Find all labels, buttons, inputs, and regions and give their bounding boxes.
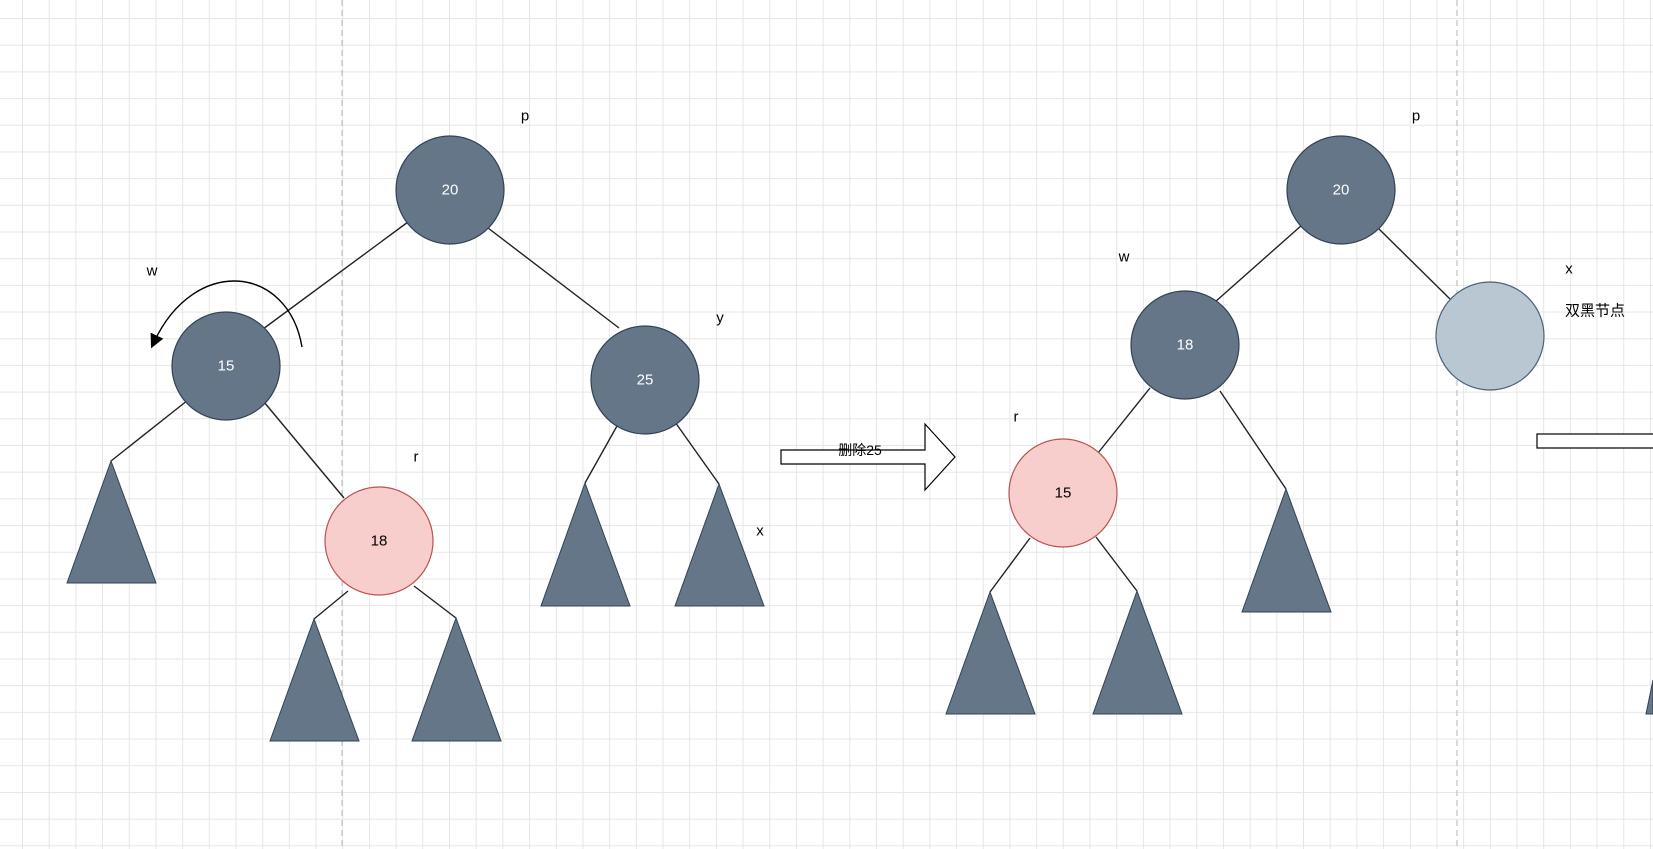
- node-after-left-left: 15: [1008, 438, 1118, 548]
- block-arrow-icon: [780, 422, 956, 492]
- subtree-triangle-partial: [1645, 679, 1653, 715]
- next-arrow-partial: [1536, 433, 1653, 449]
- tag-r: r: [1014, 409, 1019, 426]
- edge: [674, 421, 720, 485]
- subtree-triangle: [1092, 589, 1183, 715]
- edge: [1095, 536, 1138, 592]
- node-after-left: 18: [1130, 290, 1240, 400]
- node-before-root: 20: [395, 135, 505, 245]
- node-before-right: 25: [590, 325, 700, 435]
- tag-x: x: [1565, 261, 1573, 278]
- node-before-left-right: 18: [324, 486, 434, 596]
- edge: [110, 399, 189, 462]
- node-value: 20: [1333, 182, 1350, 199]
- edge: [1097, 387, 1151, 454]
- node-value: 25: [637, 372, 654, 389]
- edge: [584, 425, 618, 484]
- before-tree: 20 15 25 18 p w y r x: [66, 108, 765, 742]
- edge: [262, 221, 409, 330]
- node-value: 15: [1055, 485, 1072, 502]
- rotation-arrow-icon: [150, 280, 303, 349]
- edge: [263, 401, 345, 499]
- double-black-note: 双黑节点: [1565, 303, 1625, 320]
- edge: [1214, 224, 1303, 303]
- edge: [1219, 390, 1287, 490]
- operation-label: 删除25: [838, 442, 882, 458]
- node-after-double-black: [1435, 281, 1545, 391]
- node-value: 20: [442, 182, 459, 199]
- subtree-triangle: [945, 590, 1036, 715]
- tag-p: p: [521, 108, 529, 125]
- after-tree: 20 18 15 p w r x 双黑节点: [945, 108, 1653, 715]
- node-value: 18: [371, 533, 388, 550]
- tag-w: w: [146, 263, 158, 280]
- subtree-triangle: [540, 481, 631, 607]
- node-before-left: 15: [171, 311, 281, 421]
- edge: [413, 585, 457, 619]
- edge: [989, 537, 1031, 593]
- node-value: 15: [218, 358, 235, 375]
- edge: [313, 590, 349, 620]
- subtree-triangle: [1241, 487, 1332, 613]
- operation-arrow: 删除25: [780, 422, 956, 492]
- subtree-triangle: [66, 459, 157, 584]
- subtree-triangle: [269, 617, 360, 742]
- subtree-triangle: [411, 616, 502, 742]
- subtree-triangle: [674, 482, 765, 607]
- tag-y: y: [716, 310, 724, 327]
- node-value: 18: [1177, 337, 1194, 354]
- tag-w: w: [1118, 249, 1130, 266]
- edge: [487, 227, 620, 329]
- tag-x: x: [756, 523, 764, 540]
- edge: [1378, 228, 1451, 300]
- node-after-root: 20: [1286, 135, 1396, 245]
- tag-p: p: [1412, 108, 1420, 125]
- tag-r: r: [414, 449, 419, 466]
